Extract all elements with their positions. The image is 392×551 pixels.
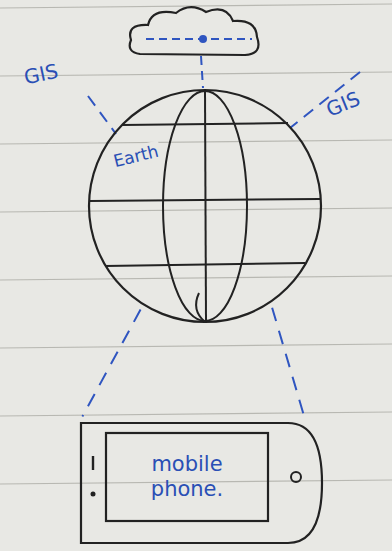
meridian-stroke — [196, 293, 205, 322]
earth-globe-outline — [87, 88, 323, 324]
cloud-dot — [199, 35, 207, 43]
cloud — [130, 7, 259, 55]
earth-globe: Earth — [87, 88, 323, 324]
phone-button — [92, 456, 94, 470]
phone-home-button — [291, 472, 301, 482]
gis-dashed-line — [88, 96, 116, 134]
phone-screen-area: mobile phone. — [108, 435, 266, 519]
meridian-line — [205, 90, 206, 322]
ruled-lines — [0, 4, 392, 484]
node-label: mobile phone. — [131, 452, 243, 502]
gis-label: GIS — [323, 86, 364, 121]
dashed-connector — [82, 310, 140, 417]
meridian-ellipse — [163, 91, 247, 321]
phone-button — [91, 492, 96, 497]
mobile-phone: mobile phone. — [78, 420, 325, 547]
phone-screen — [106, 433, 268, 521]
globe-outline — [89, 90, 321, 322]
phone-body — [81, 423, 322, 543]
dashed-connector — [272, 308, 304, 417]
gis-label: GIS — [22, 59, 60, 90]
node-label: Earth — [109, 140, 162, 171]
uplink-dashed-line — [201, 56, 203, 88]
